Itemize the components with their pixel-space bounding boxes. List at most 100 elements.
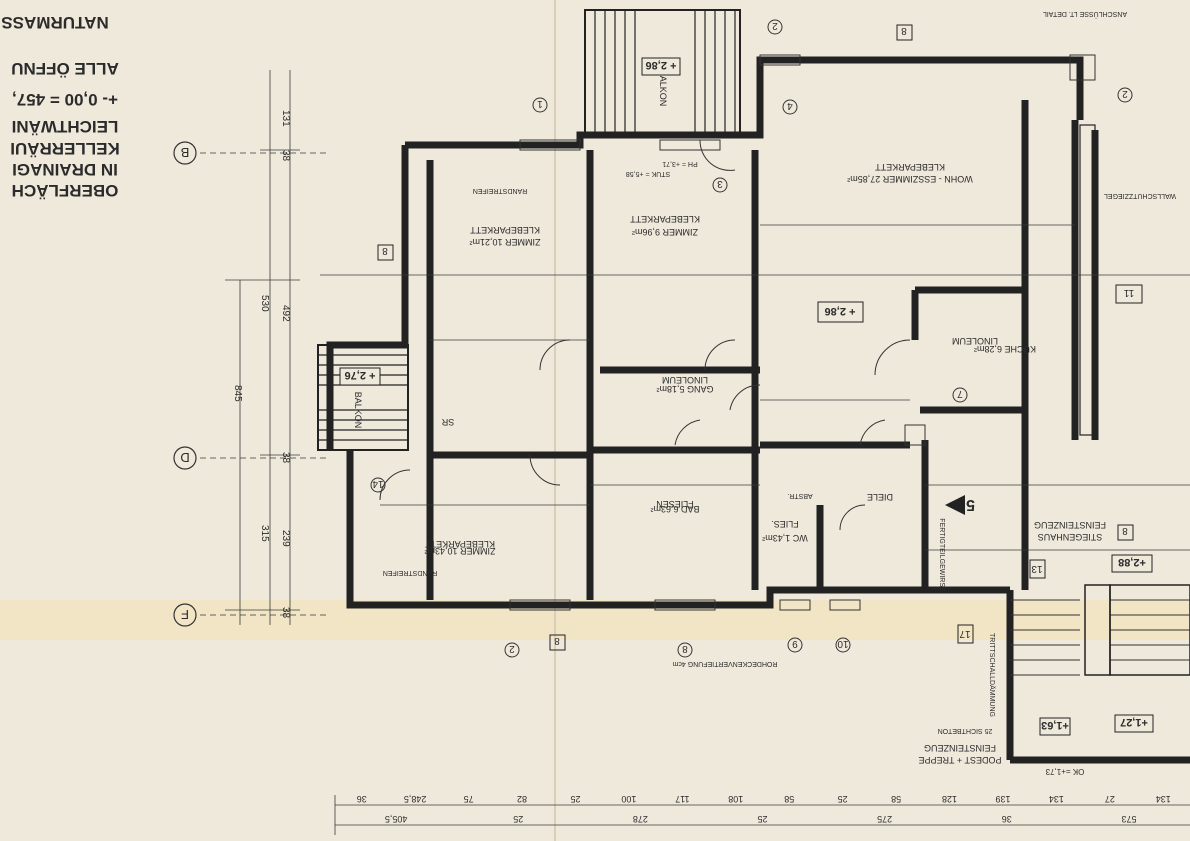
note-line-2: ALLE ÖFFNU: [11, 59, 119, 78]
mark-box-label: 8: [382, 245, 388, 256]
level-balkon-2: + 2,76: [345, 369, 376, 381]
mark-box-label: 8: [901, 25, 907, 36]
bottom-dimension-label: 25: [513, 814, 523, 824]
room-diele-name: DIELE: [867, 492, 893, 502]
room-bad-name: BAD 6,63m²: [650, 504, 699, 514]
note-line-3: +- 0,00 = 457,: [12, 90, 118, 109]
circle-mark-label: 2: [1122, 88, 1128, 99]
circle-mark-label: 2: [509, 643, 515, 654]
level-main: + 2,86: [825, 305, 856, 317]
dim-label: 38: [280, 452, 291, 464]
bottom-dimension-label: 139: [995, 794, 1010, 804]
note-randstreifen: RANDSTREIFEN: [473, 187, 527, 194]
bottom-dimension-label: 278: [633, 814, 648, 824]
note-fertigteil: FERTIGTEILGEWIRSE: [938, 518, 945, 592]
bottom-dimension-label: 36: [357, 794, 367, 804]
bottom-dimension-label: 27: [1105, 794, 1115, 804]
room-labels: ZIMMER 10,21m² KLEBEPARKETT ZIMMER 9,96m…: [353, 70, 1106, 765]
room-balkon-2-name: BALKON: [353, 392, 363, 429]
door-swings: [379, 139, 911, 531]
note-trittschall: TRITTSCHALLDÄMMUNG: [988, 633, 996, 717]
room-kueche-name: KÜCHE 6,28m²: [974, 344, 1036, 354]
mark-boxes: 8 8 8 8 11 1 3 17: [377, 24, 1143, 651]
axis-label-f: F: [181, 607, 189, 622]
level-ok: OK =+1,73: [1045, 767, 1084, 776]
circle-mark-label: 1: [537, 98, 543, 109]
room-kueche-floor: LINOLEUM: [952, 336, 998, 346]
circle-mark-label: 8: [682, 643, 688, 654]
dim-label: 530: [259, 295, 270, 312]
room-wohn-name: WOHN - ESSZIMMER 27,85m²: [847, 174, 973, 184]
circle-marks: 2 1 3 4 7 14 8 9 10 2 2: [370, 19, 1133, 658]
left-dimension-labels: 131 38 492 530 845 38 239 315 38: [232, 110, 291, 619]
room-wc-name: WC 1,43m²: [762, 533, 808, 543]
stair-flights: [1010, 124, 1190, 676]
note-rohdecken: ROHDECKENVERTIEFUNG 4cm: [672, 660, 777, 667]
bottom-dimension-label: 25: [838, 794, 848, 804]
level-stair-2: +1,63: [1041, 719, 1069, 731]
room-bad-floor: FLIESEN: [656, 499, 694, 509]
circle-mark-label: 3: [717, 178, 723, 189]
level-boxes: + 2,86 + 2,76 + 2,86 +2,88 +1,63 +1,27 O…: [339, 57, 1154, 776]
room-zimmer-1-name: ZIMMER 10,21m²: [469, 237, 540, 247]
bottom-dimension-label: 82: [517, 794, 527, 804]
mark-box-label: 11: [1123, 287, 1134, 298]
room-stiegenhaus-name: STIEGENHAUS: [1038, 532, 1103, 542]
circle-mark-label: 7: [957, 388, 963, 399]
level-stair-3: +1,27: [1120, 716, 1148, 728]
note-ph: PH = +3,71: [662, 160, 698, 167]
bottom-dimension-label: 58: [891, 794, 901, 804]
room-gang-name: GANG 5,18m²: [656, 384, 713, 394]
note-sichtbeton: 25 SICHTBETON: [938, 727, 993, 734]
bottom-dimension-label: 134: [1156, 794, 1171, 804]
note-abstr: ABSTR.: [787, 492, 812, 499]
bottom-dimension-lines: [334, 795, 1190, 835]
bottom-dimension-label: 25: [757, 814, 767, 824]
note-line-1: NATURMASS: [1, 13, 108, 32]
mark-box-label: 17: [959, 628, 971, 639]
note-anschluss: ANSCHLÜSSE LT. DETAIL: [1043, 10, 1127, 18]
room-stiegenhaus-floor: FEINSTEINZEUG: [1034, 520, 1106, 530]
room-zimmer-3-name: ZIMMER 10,43m²: [424, 546, 495, 556]
circle-mark-label: 10: [837, 638, 849, 649]
circle-mark-label: 2: [772, 20, 778, 31]
room-gang-floor: LINOLEUM: [662, 375, 708, 385]
bottom-dimension-label: 573: [1121, 814, 1136, 824]
room-podest-name: PODEST + TREPPE: [919, 755, 1002, 765]
note-line-7: OBERFLÄCH: [12, 181, 119, 200]
level-stair-1: +2,88: [1118, 556, 1146, 568]
room-podest-floor: FEINSTEINZEUG: [924, 743, 996, 753]
note-line-5: KELLERRÄUI: [10, 139, 120, 158]
bottom-dimension-label: 248,5: [404, 794, 427, 804]
room-zimmer-1-floor: KLEBEPARKETT: [470, 225, 540, 235]
bottom-dimension-label: 117: [675, 794, 689, 804]
axis-label-b: B: [181, 145, 190, 160]
windows: [509, 54, 1096, 611]
section-mark-label: 5: [966, 496, 975, 513]
axis-label-d: D: [180, 450, 189, 465]
circle-mark-label: 4: [787, 100, 793, 111]
bottom-dimension-label: 58: [784, 794, 794, 804]
left-dimension-lines: [200, 70, 330, 625]
axis-marker-f: F: [173, 603, 197, 627]
axis-marker-d: D: [173, 446, 197, 470]
bottom-dimension-label: 405,5: [385, 814, 408, 824]
axis-marker-b: B: [173, 141, 197, 165]
room-balkon-1-name: BALKON: [658, 70, 668, 107]
legend-notes: NATURMASS ALLE ÖFFNU +- 0,00 = 457, LEIC…: [1, 13, 119, 200]
bottom-dimension-label: 128: [942, 794, 957, 804]
level-balkon-1: + 2,86: [646, 59, 677, 71]
mark-box-label: 8: [554, 635, 560, 646]
note-stuk: STUK = +5,58: [626, 170, 670, 177]
walls: [326, 56, 1190, 764]
room-wc-floor: FLIES.: [771, 519, 799, 529]
interior-dimension-lines: [320, 224, 1190, 551]
bottom-dimension-label: 75: [464, 794, 474, 804]
balcony-top: [584, 9, 741, 136]
room-zimmer-2-floor: KLEBEPARKETT: [630, 214, 700, 224]
